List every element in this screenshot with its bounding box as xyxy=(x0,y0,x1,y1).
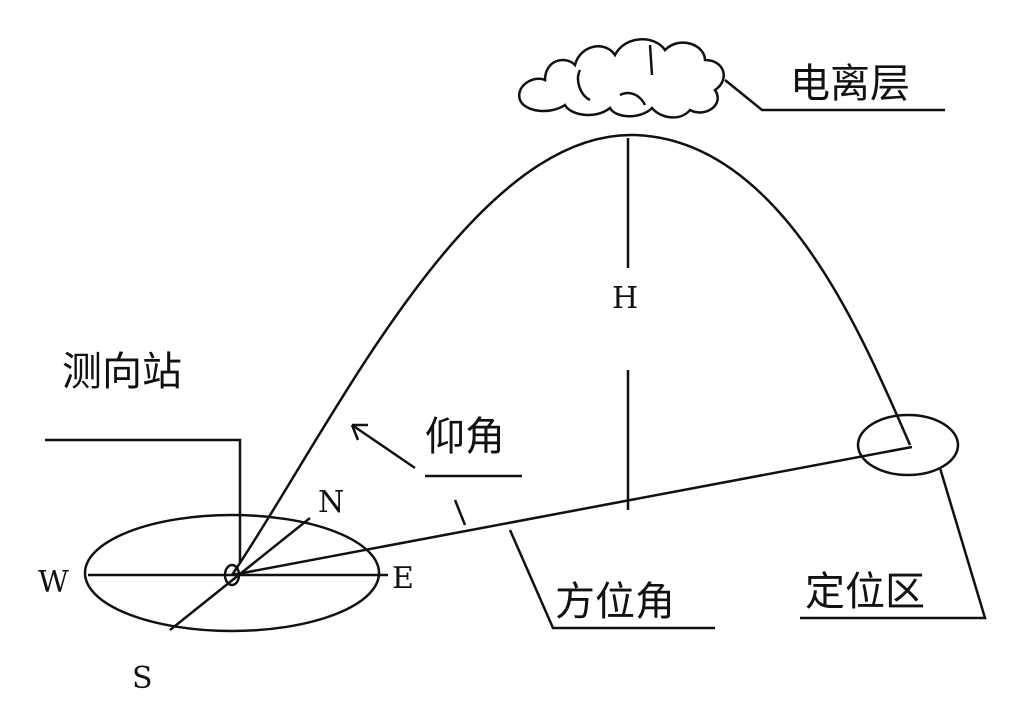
azimuth-leader-line xyxy=(508,529,715,630)
height-label: H xyxy=(612,281,638,316)
station-point xyxy=(223,563,241,587)
ionosphere-leader-line xyxy=(724,79,945,112)
positioning-area-label: 定位区 xyxy=(805,569,925,615)
ground-line xyxy=(231,445,913,577)
station-leader-line xyxy=(45,438,242,562)
azimuth-arc-mark xyxy=(453,499,467,526)
positioning-area-ellipse xyxy=(856,413,960,477)
compass-ellipse xyxy=(83,513,381,633)
station-label: 测向站 xyxy=(62,349,182,395)
north-label: N xyxy=(318,485,344,520)
ionosphere-label: 电离层 xyxy=(790,61,910,107)
positioning-leader-line xyxy=(800,467,987,620)
east-label: E xyxy=(392,561,414,596)
elevation-label: 仰角 xyxy=(425,414,505,460)
south-label: S xyxy=(132,661,153,696)
propagation-path xyxy=(230,133,912,576)
ionosphere-cloud xyxy=(517,38,725,119)
west-label: W xyxy=(38,565,69,600)
elevation-arrow-icon xyxy=(350,423,416,470)
azimuth-label: 方位角 xyxy=(555,579,675,625)
